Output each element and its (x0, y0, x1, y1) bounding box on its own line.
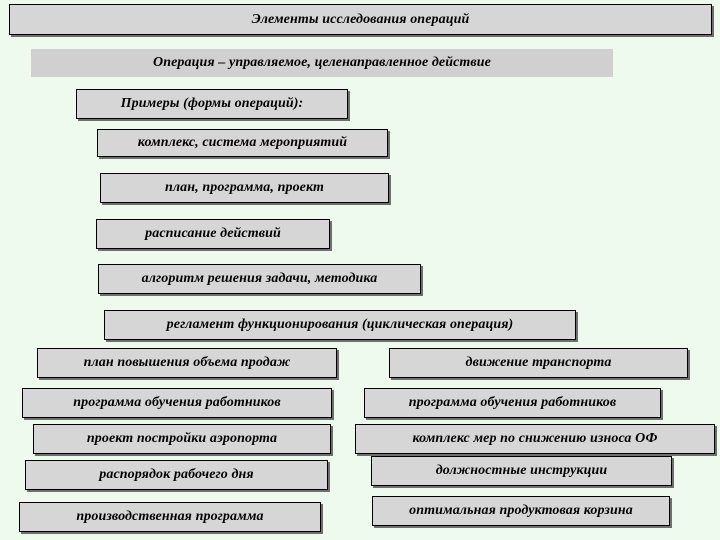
form-item-label: алгоритм решения задачи, методика (141, 271, 378, 286)
right-example: оптимальная продуктовая корзина (372, 496, 670, 526)
right-example-label: должностные инструкции (435, 463, 608, 478)
form-item: план, программа, проект (100, 173, 389, 203)
left-example-label: распорядок рабочего дня (99, 467, 254, 482)
right-example-label: оптимальная продуктовая корзина (409, 503, 633, 518)
right-example: комплекс мер по снижению износа ОФ (355, 424, 715, 454)
form-item-label: план, программа, проект (165, 180, 324, 195)
form-item: расписание действий (96, 219, 330, 249)
title-box: Элементы исследования операций (9, 4, 712, 35)
form-item-label: расписание действий (145, 226, 281, 241)
definition-box: Операция – управляемое, целенаправленное… (31, 49, 613, 77)
form-item: регламент функционирования (циклическая … (104, 310, 576, 340)
right-example-label: программа обучения работников (408, 395, 617, 410)
form-item-label: регламент функционирования (циклическая … (166, 317, 514, 332)
form-item: комплекс, система мероприятий (97, 129, 388, 157)
left-example: производственная программа (19, 502, 321, 532)
examples-header-text: Примеры (формы операций): (120, 96, 304, 111)
title-text: Элементы исследования операций (251, 11, 470, 27)
right-example: программа обучения работников (364, 388, 661, 418)
form-item: алгоритм решения задачи, методика (98, 264, 421, 294)
left-example: программа обучения работников (22, 388, 332, 418)
left-example: план повышения объема продаж (37, 348, 337, 378)
form-item-label: комплекс, система мероприятий (137, 135, 348, 150)
left-example-label: проект постройки аэропорта (86, 431, 278, 446)
left-example: проект постройки аэропорта (33, 424, 331, 454)
right-example-label: комплекс мер по снижению износа ОФ (412, 431, 658, 446)
right-example: движение транспорта (389, 348, 688, 378)
left-example: распорядок рабочего дня (25, 460, 328, 490)
examples-header-box: Примеры (формы операций): (76, 89, 348, 119)
left-example-label: программа обучения работников (73, 395, 281, 410)
left-example-label: производственная программа (76, 509, 264, 524)
right-example: должностные инструкции (371, 456, 672, 486)
right-example-label: движение транспорта (465, 355, 612, 370)
definition-text: Операция – управляемое, целенаправленное… (153, 55, 491, 70)
left-example-label: план повышения объема продаж (83, 355, 291, 370)
